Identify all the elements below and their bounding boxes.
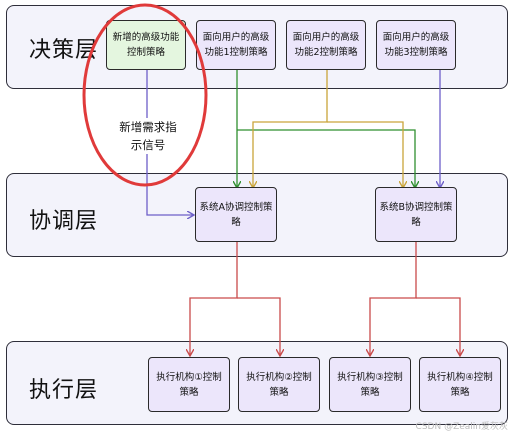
actuator-4-strategy-label: 执行机构④控制策略: [427, 371, 493, 398]
system-b-strategy-label: 系统B协调控制策略: [379, 201, 453, 228]
actuator-2-strategy-label: 执行机构②控制策略: [246, 371, 312, 398]
user-function-1-strategy-box: 面向用户的高级功能1控制策略: [196, 20, 276, 70]
actuator-3-strategy-box: 执行机构③控制策略: [329, 357, 411, 412]
new-requirement-signal-label: 新增需求指示信号: [119, 120, 177, 152]
arrow-system-a-to-actuator-1: [190, 242, 238, 355]
arrow-f2-to-system-b: [327, 121, 403, 187]
arrow-system-b-to-actuator-4: [416, 297, 460, 355]
user-function-3-strategy-box: 面向用户的高级功能3控制策略: [376, 20, 456, 70]
arrow-f2-to-system-a: [253, 70, 328, 187]
new-function-strategy-box: 新增的高级功能控制策略: [106, 20, 186, 70]
user-function-2-strategy-box: 面向用户的高级功能2控制策略: [286, 20, 366, 70]
user-function-1-strategy-label: 面向用户的高级功能1控制策略: [202, 32, 270, 58]
system-a-strategy-box: 系统A协调控制策略: [195, 187, 277, 242]
user-function-2-strategy-label: 面向用户的高级功能2控制策略: [292, 32, 360, 58]
actuator-4-strategy-box: 执行机构④控制策略: [419, 357, 501, 412]
coordination-layer-title: 协调层: [29, 209, 99, 234]
system-b-strategy-box: 系统B协调控制策略: [375, 187, 457, 242]
system-a-strategy-label: 系统A协调控制策略: [199, 201, 273, 228]
watermark: CSDN @Zealin爱灰灰: [415, 422, 508, 432]
new-function-strategy-label: 新增的高级功能控制策略: [112, 32, 180, 58]
actuator-3-strategy-label: 执行机构③控制策略: [337, 371, 403, 398]
execution-layer-title: 执行层: [29, 378, 99, 403]
actuator-2-strategy-box: 执行机构②控制策略: [238, 357, 320, 412]
user-function-3-strategy-label: 面向用户的高级功能3控制策略: [382, 32, 450, 58]
arrow-f1-to-system-b: [237, 129, 415, 187]
arrow-system-b-to-actuator-3: [370, 242, 417, 355]
actuator-1-strategy-label: 执行机构①控制策略: [156, 371, 222, 398]
decision-layer-title: 决策层: [29, 38, 99, 63]
new-requirement-signal-note: 新增需求指示信号: [114, 118, 182, 154]
actuator-1-strategy-box: 执行机构①控制策略: [148, 357, 230, 412]
arrow-system-a-to-actuator-2: [237, 297, 280, 355]
